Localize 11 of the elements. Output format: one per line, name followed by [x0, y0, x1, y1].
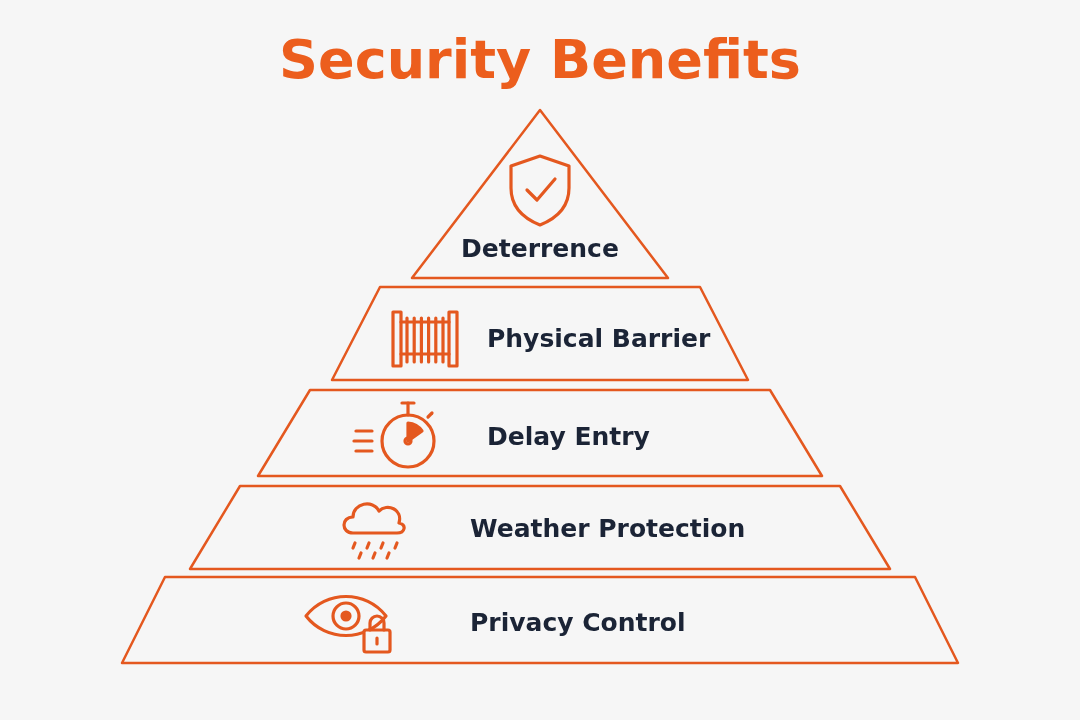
tier-label: Deterrence: [460, 233, 620, 263]
tier-label: Delay Entry: [487, 421, 650, 451]
tier-label: Physical Barrier: [487, 323, 711, 353]
tier-label: Privacy Control: [470, 607, 686, 637]
tier-label: Weather Protection: [470, 513, 746, 543]
pyramid-tier: [255, 387, 825, 479]
title: Security Benefits: [278, 28, 802, 91]
pyramid-tier: [329, 284, 751, 383]
pyramid-tier: [187, 483, 893, 572]
pyramid-tier: [119, 574, 961, 666]
pyramid-tier: [409, 107, 671, 281]
